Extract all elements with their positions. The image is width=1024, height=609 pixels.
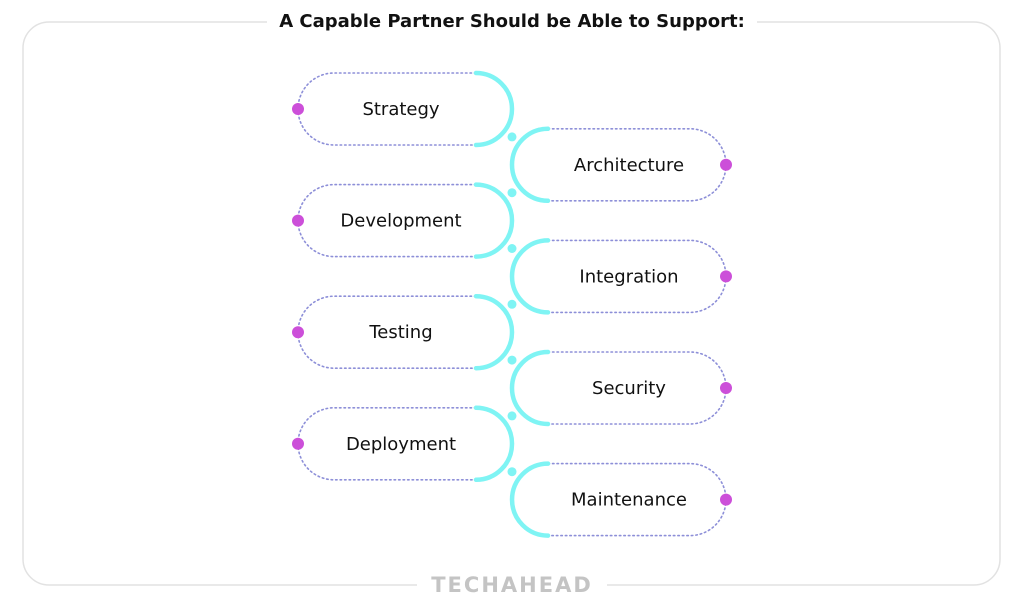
connector-arc [473, 182, 515, 259]
bullet-dot-icon [292, 103, 304, 115]
step-label: Deployment [346, 434, 456, 455]
brand-logo-text: TECHAHEAD [417, 573, 607, 597]
step-label: Architecture [574, 155, 684, 176]
connector-arc [509, 238, 551, 315]
bullet-dot-icon [720, 493, 732, 506]
step-testing: Testing [292, 293, 515, 371]
process-steps: StrategyArchitectureDevelopmentIntegrati… [292, 70, 732, 538]
connector-junction [507, 355, 517, 365]
step-maintenance: Maintenance [509, 461, 732, 538]
connector-arc [473, 405, 515, 483]
step-development: Development [292, 182, 515, 259]
bullet-dot-icon [720, 382, 732, 394]
connector-junction [507, 188, 517, 198]
step-integration: Integration [509, 238, 732, 315]
bullet-dot-icon [720, 158, 732, 171]
brand-logo: TECHAHEAD [0, 570, 1024, 600]
step-deployment: Deployment [292, 405, 515, 483]
connector-arc [473, 70, 515, 148]
connector-junction [507, 411, 517, 421]
step-label: Strategy [362, 99, 439, 120]
connector-arc [509, 126, 551, 204]
step-label: Security [592, 378, 666, 399]
step-label: Integration [579, 266, 678, 287]
step-label: Maintenance [571, 490, 687, 511]
connector-junction [507, 132, 517, 142]
step-label: Testing [368, 322, 432, 343]
bullet-dot-icon [292, 326, 304, 339]
bullet-dot-icon [720, 270, 732, 283]
connector-arc [509, 349, 551, 427]
bullet-dot-icon [292, 437, 304, 450]
connector-junction [507, 467, 517, 477]
step-architecture: Architecture [509, 126, 732, 204]
connector-arc [473, 293, 515, 371]
step-strategy: Strategy [292, 70, 515, 148]
step-label: Development [340, 211, 461, 232]
connector-junction [507, 244, 517, 253]
step-security: Security [509, 349, 732, 427]
connector-arc [509, 461, 551, 538]
bullet-dot-icon [292, 214, 304, 227]
connector-junction [507, 299, 517, 309]
